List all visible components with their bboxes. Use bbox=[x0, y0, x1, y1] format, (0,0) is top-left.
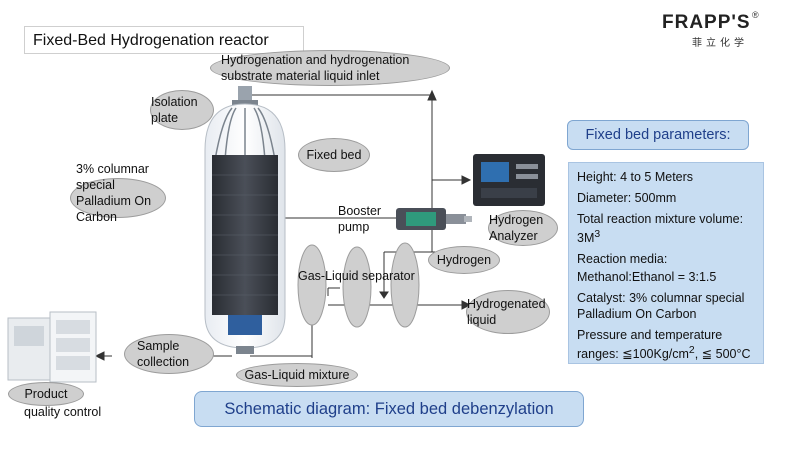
param-volume-exponent: 3 bbox=[594, 229, 601, 240]
parameters-heading: Fixed bed parameters: bbox=[567, 120, 749, 150]
inlet-text: Hydrogenation and hydrogenation substrat… bbox=[221, 53, 410, 83]
label-fixed-bed: Fixed bed bbox=[298, 138, 370, 172]
label-hydrogen-analyzer: Hydrogen Analyzer bbox=[488, 210, 558, 246]
page-title: Fixed-Bed Hydrogenation reactor bbox=[24, 26, 304, 54]
booster-pump bbox=[396, 208, 472, 230]
qc-instrument bbox=[7, 311, 97, 383]
registered-mark: ® bbox=[752, 10, 759, 20]
brand-name: FRAPP'S bbox=[662, 12, 751, 33]
label-isolation-plate: Isolation plate bbox=[150, 90, 214, 130]
hydrogen-analyzer-text: Hydrogen Analyzer bbox=[489, 213, 544, 243]
quality-control-text: quality control bbox=[24, 405, 102, 419]
booster-pump-text: Booster pump bbox=[338, 204, 382, 234]
label-inlet: Hydrogenation and hydrogenation substrat… bbox=[210, 50, 450, 86]
fixed-bed-text: Fixed bed bbox=[306, 148, 362, 162]
param-catalyst: Catalyst: 3% columnar special Palladium … bbox=[577, 291, 745, 322]
brand-logo: FRAPP'S ® 菲立化学 bbox=[662, 10, 772, 52]
gas-liquid-separator-text: Gas-Liquid separator bbox=[298, 269, 415, 283]
param-diameter: Diameter: 500mm bbox=[577, 191, 677, 205]
catalyst-note-text: 3% columnar special Palladium On Carbon bbox=[76, 162, 152, 224]
param-height: Height: 4 to 5 Meters bbox=[577, 170, 694, 184]
param-temperature-text: , ≦ 500°C bbox=[694, 347, 751, 362]
label-hydrogen: Hydrogen bbox=[428, 246, 500, 274]
parameters-panel: Height: 4 to 5 Meters Diameter: 500mm To… bbox=[568, 162, 764, 364]
label-sample-collection: Sample collection bbox=[124, 334, 214, 374]
label-hydrogenated-liquid: Hydrogenated liquid bbox=[466, 290, 550, 334]
label-booster-pump: Booster pump bbox=[338, 203, 398, 235]
label-product: Product bbox=[8, 382, 84, 406]
param-media-label: Reaction media: bbox=[577, 252, 668, 267]
sample-collection-text: Sample collection bbox=[137, 339, 190, 369]
schematic-caption: Schematic diagram: Fixed bed debenzylati… bbox=[194, 391, 584, 427]
hydrogenated-liquid-text: Hydrogenated liquid bbox=[467, 297, 546, 327]
reactor-vessel bbox=[204, 86, 286, 354]
label-catalyst-note-line1: 3% columnar special Palladium On Carbon bbox=[76, 161, 156, 225]
param-pressure-text: Pressure and temperature ranges: ≦100Kg/… bbox=[577, 328, 723, 362]
label-quality-control: quality control bbox=[24, 404, 101, 420]
brand-chinese-name: 菲立化学 bbox=[692, 38, 748, 49]
hydrogen-text: Hydrogen bbox=[436, 253, 492, 267]
param-volume-text: Total reaction mixture volume: 3M bbox=[577, 212, 744, 246]
separator-vessels bbox=[297, 242, 420, 328]
param-media-value: Methanol:Ethanol = 3:1.5 bbox=[577, 270, 717, 285]
label-gas-liquid-mixture: Gas-Liquid mixture bbox=[236, 363, 358, 387]
param-volume: Total reaction mixture volume: 3M3 bbox=[577, 211, 755, 246]
param-pressure: Pressure and temperature ranges: ≦100Kg/… bbox=[577, 327, 755, 362]
label-gas-liquid-separator: Gas-Liquid separator bbox=[298, 268, 415, 284]
product-text: Product bbox=[24, 387, 68, 401]
hydrogen-analyzer bbox=[473, 154, 545, 206]
gas-liquid-mixture-text: Gas-Liquid mixture bbox=[244, 368, 350, 382]
param-pressure-exponent: 2 bbox=[688, 345, 695, 357]
isolation-plate-text: Isolation plate bbox=[151, 95, 198, 125]
